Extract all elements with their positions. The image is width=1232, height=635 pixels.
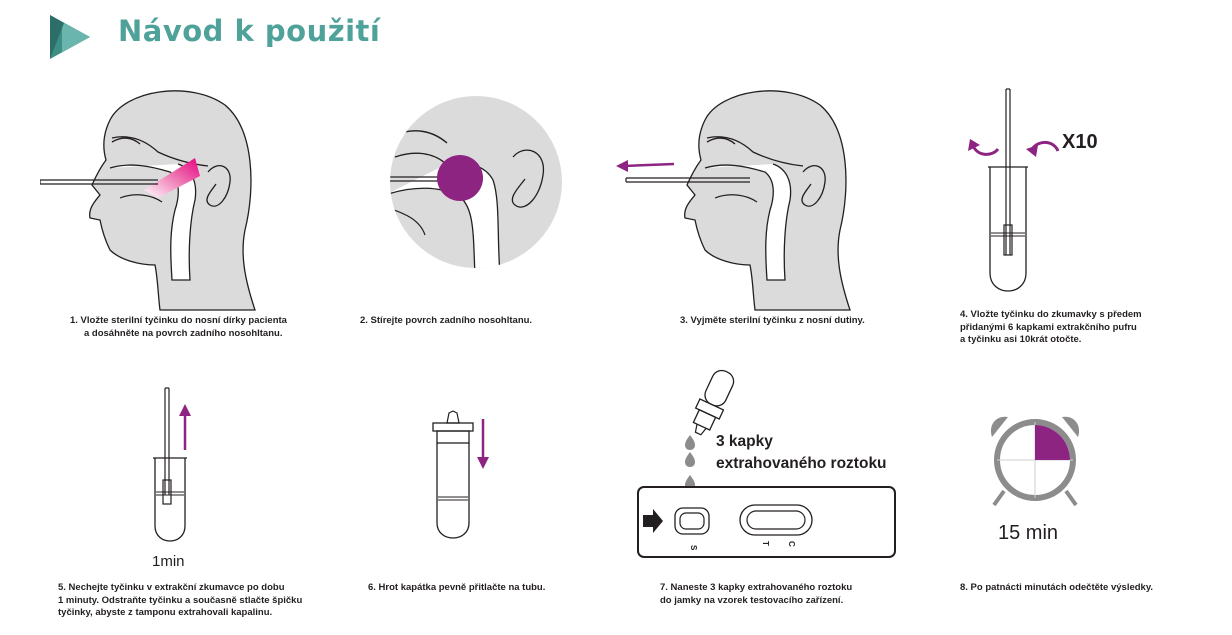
timer-duration-label: 15 min [998,522,1059,544]
step-caption-5: 5. Nechejte tyčinku v extrakční zkumavce… [58,582,303,618]
step2-zoom-illustration [390,96,562,268]
drops-label-line1: 3 kapky [716,433,773,450]
drop-icon [685,452,695,467]
page-title: Návod k použití [118,14,381,48]
drop-icon [685,435,695,450]
drops-label-line2: extrahovaného roztoku [716,455,887,472]
arrow-left-icon [616,160,628,172]
step-caption-1: 1. Vložte sterilní tyčinku do nosní dírk… [70,315,287,339]
step6-tube-illustration [432,410,489,539]
step-caption-6: 6. Hrot kapátka pevně přitlačte na tubu. [368,582,546,593]
step1-head-illustration [40,90,256,311]
logo-play-icon [50,15,90,59]
step-caption-3: 3. Vyjměte sterilní tyčinku z nosní duti… [680,315,865,326]
arrow-right-icon [643,509,663,533]
step-caption-2: 2. Stírejte povrch zadního nosohltanu. [360,315,533,326]
step5-tube-illustration [153,387,191,542]
step8-timer-illustration [990,416,1080,507]
step-caption-4: 4. Vložte tyčinku do zkumavky s předem p… [960,309,1142,345]
cassette-c-label: C [787,541,796,547]
rotate-arrow-right-icon [1026,145,1038,157]
clock-bell-icon [990,416,1008,437]
wait-time-label: 1min [152,553,185,570]
step3-head-illustration [616,90,851,311]
arrow-down-icon [477,457,489,469]
step-caption-8: 8. Po patnácti minutách odečtěte výsledk… [960,582,1154,593]
clock-bell-icon [1062,416,1080,437]
step-caption-7: 7. Naneste 3 kapky extrahovaného roztoku… [660,582,853,606]
arrow-up-icon [179,404,191,416]
rotate-arrow-left-icon [968,139,980,151]
step7-cassette-illustration: S T C [637,369,896,558]
cassette-s-label: S [689,545,698,551]
rotation-count-label: X10 [1062,131,1098,153]
timer-elapsed-wedge [1035,425,1070,460]
cassette-t-label: T [761,541,770,546]
step4-tube-illustration [968,88,1060,292]
